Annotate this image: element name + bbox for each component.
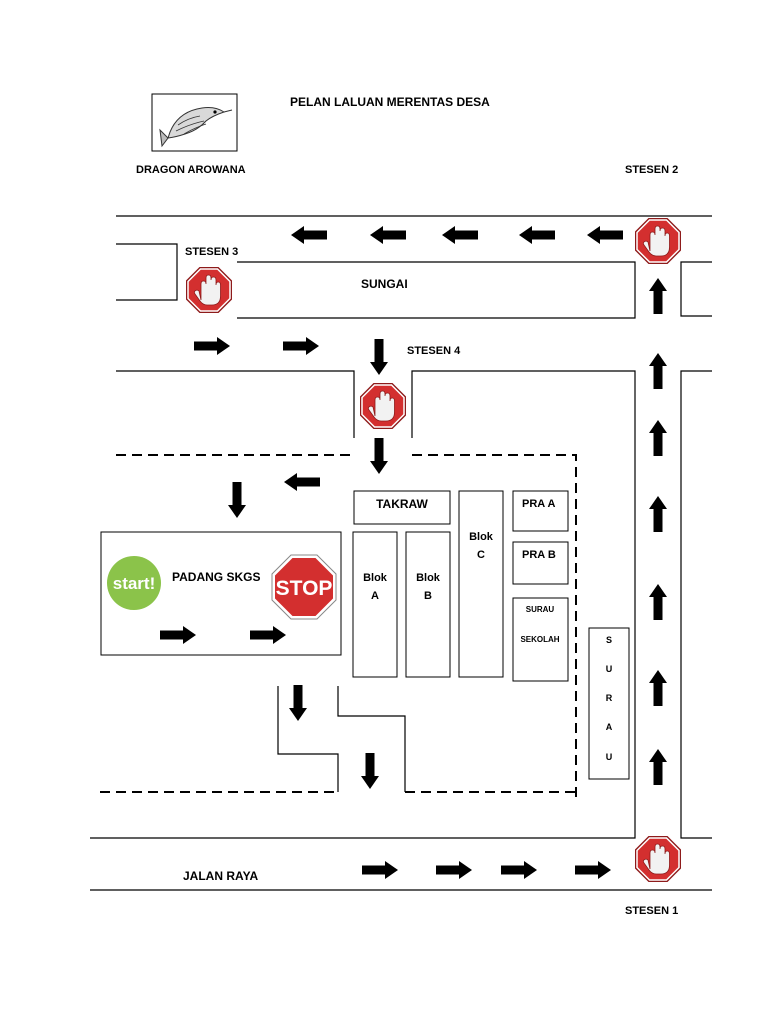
start-sign: start!	[107, 556, 161, 610]
blok-c: Blok C	[458, 490, 504, 678]
station-4-hand-sign-icon	[359, 382, 407, 430]
blok-b: Blok B	[405, 531, 451, 678]
arowana-fish-icon	[159, 107, 233, 148]
pra-b: PRA B	[512, 541, 569, 585]
right-arrow-icon	[575, 861, 611, 879]
station-1-hand-sign-icon	[634, 835, 682, 883]
right-arrow-icon	[283, 337, 319, 355]
down-arrow-icon	[228, 482, 246, 518]
blok-a-label-2: A	[371, 590, 379, 602]
right-arrow-icon	[362, 861, 398, 879]
pra-a: PRA A	[512, 490, 569, 532]
surau-sekolah-label-1: SURAU	[526, 605, 555, 614]
station-2-label: STESEN 2	[625, 164, 678, 176]
surau: S U R A U	[588, 627, 630, 780]
left-arrow-icon	[370, 226, 406, 244]
surau-sekolah: SURAU SEKOLAH	[512, 597, 569, 682]
blok-b-label-1: Blok	[416, 572, 441, 584]
up-arrow-icon	[649, 584, 667, 620]
down-arrow-icon	[361, 753, 379, 789]
map-title: PELAN LALUAN MERENTAS DESA	[290, 95, 490, 109]
station-2-hand-sign-icon	[634, 217, 682, 265]
up-arrow-icon	[649, 278, 667, 314]
left-arrow-icon	[519, 226, 555, 244]
down-arrow-icon	[370, 339, 388, 375]
up-arrow-icon	[649, 496, 667, 532]
right-arrow-icon	[194, 337, 230, 355]
station-1-label: STESEN 1	[625, 905, 678, 917]
field-label: PADANG SKGS	[172, 570, 260, 584]
stop-sign-text: STOP	[276, 577, 333, 600]
right-arrow-icon	[501, 861, 537, 879]
takraw-label: TAKRAW	[376, 497, 428, 511]
left-arrow-icon	[587, 226, 623, 244]
pra-a-label: PRA A	[522, 498, 555, 510]
start-sign-text: start!	[113, 574, 156, 593]
school-boundary	[100, 454, 577, 798]
station-4-label: STESEN 4	[407, 345, 461, 357]
left-arrow-icon	[291, 226, 327, 244]
down-arrow-icon	[289, 685, 307, 721]
takraw-court: TAKRAW	[353, 490, 451, 525]
surau-letter: U	[606, 752, 613, 762]
logo-caption: DRAGON AROWANA	[136, 164, 246, 176]
surau-letter: S	[606, 635, 612, 645]
station-3-label: STESEN 3	[185, 246, 238, 258]
pra-b-label: PRA B	[522, 549, 556, 561]
stop-sign: STOP	[271, 554, 337, 620]
up-arrow-icon	[649, 353, 667, 389]
blok-a-label-1: Blok	[363, 572, 388, 584]
left-arrow-icon	[442, 226, 478, 244]
left-arrow-icon	[284, 473, 320, 491]
up-arrow-icon	[649, 749, 667, 785]
up-arrow-icon	[649, 420, 667, 456]
down-arrow-icon	[370, 438, 388, 474]
road-lines	[90, 215, 712, 891]
blok-a: Blok A	[352, 531, 398, 678]
station-3-hand-sign-icon	[185, 266, 233, 314]
blok-c-label-2: C	[477, 549, 485, 561]
surau-letter: A	[606, 722, 613, 732]
surau-letter: R	[606, 693, 613, 703]
up-arrow-icon	[649, 670, 667, 706]
blok-c-label-1: Blok	[469, 531, 494, 543]
main-road-label: JALAN RAYA	[183, 869, 258, 883]
right-arrow-icon	[436, 861, 472, 879]
surau-letter: U	[606, 664, 613, 674]
logo	[151, 93, 238, 152]
river-label: SUNGAI	[361, 277, 408, 291]
blok-b-label-2: B	[424, 590, 432, 602]
surau-sekolah-label-2: SEKOLAH	[520, 635, 559, 644]
